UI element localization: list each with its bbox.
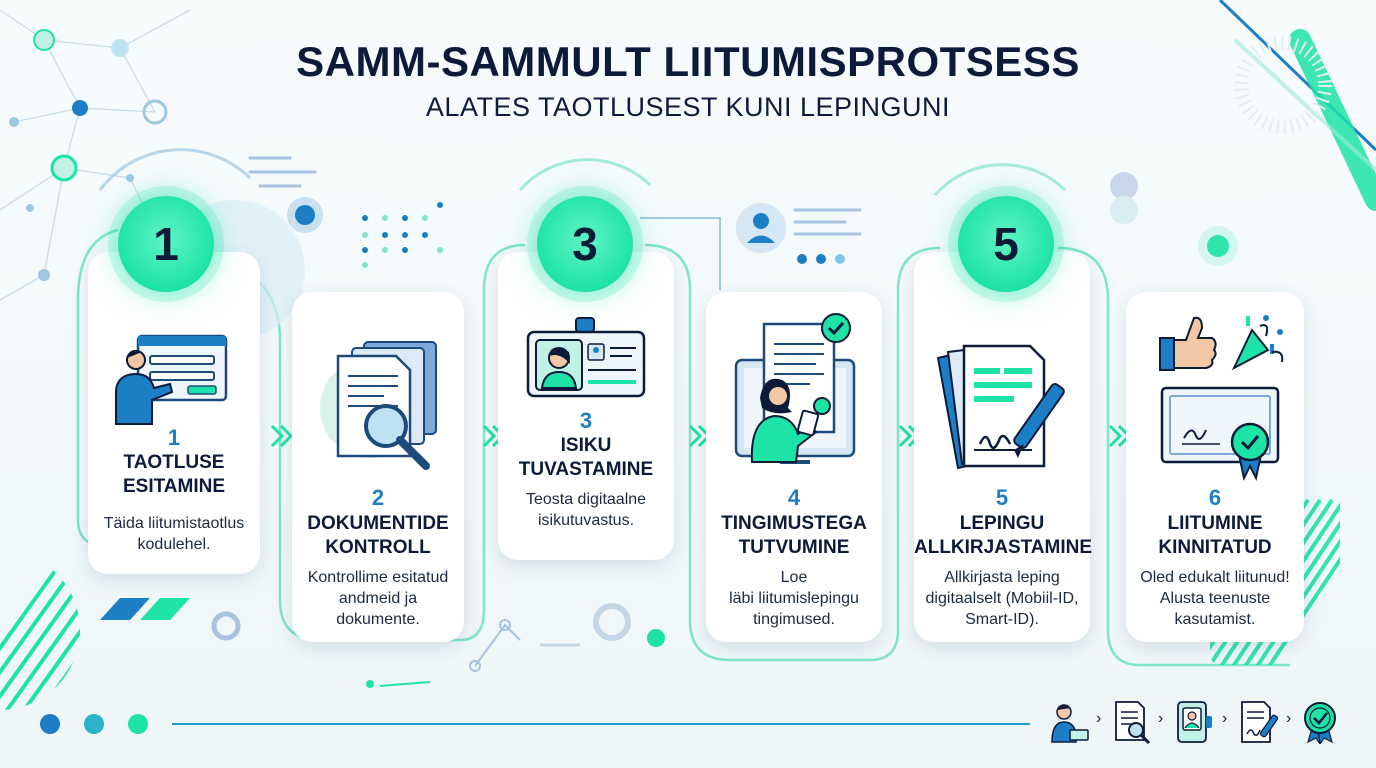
step-title-line: ALLKIRJASTAMINE <box>914 537 1093 558</box>
step-desc-line: Täida liitumistaotlus <box>103 515 245 532</box>
step-title-line: DOKUMENTIDE <box>307 513 449 534</box>
person-filling-form-icon <box>115 334 228 425</box>
page-subtitle: ALATES TAOTLUSEST KUNI LEPINGUNI <box>425 92 951 122</box>
verified-badge-icon <box>1304 702 1336 744</box>
step-number: 2 <box>371 485 385 510</box>
step-desc-line: kodulehel. <box>137 536 211 553</box>
step-desc-line: isikutuvastus. <box>537 512 635 529</box>
documents-magnifier-icon <box>320 341 437 470</box>
step-title: DOKUMENTIDE KONTROLL <box>292 512 464 560</box>
footer-arrow: › <box>1158 710 1164 727</box>
step-card-3 <box>498 252 674 560</box>
signed-document-icon <box>1241 701 1278 743</box>
step-description: Kontrollime esitatud andmeid ja dokument… <box>292 567 464 630</box>
page-title: SAMM-SAMMULT LIITUMISPROTSESS <box>296 38 1080 85</box>
step-badge-5: 5 <box>958 196 1054 292</box>
step-desc-line: dokumente. <box>336 611 420 628</box>
footer-arrow: › <box>1222 710 1228 727</box>
step-number: 4 <box>787 485 801 510</box>
contract-signing-pen-icon <box>936 344 1065 470</box>
step-description: Teosta digitaalne isikutuvastus. <box>498 489 674 531</box>
step-title: LEPINGU ALLKIRJASTAMINE <box>914 512 1093 560</box>
footer-arrow: › <box>1096 710 1102 727</box>
step-desc-line: Allkirjasta leping <box>944 569 1060 586</box>
step-desc-line: Loe <box>780 569 808 586</box>
step-title-line: TAOTLUSE <box>123 452 225 473</box>
step-title-line: KINNITATUD <box>1158 537 1272 558</box>
step-title-line: TUVASTAMINE <box>518 459 654 480</box>
step-title-line: KONTROLL <box>325 537 431 558</box>
step-desc-line: kasutamist. <box>1174 611 1256 628</box>
id-phone-icon <box>1177 701 1212 743</box>
step-title-line: ISIKU <box>560 435 612 456</box>
footer-arrow: › <box>1286 710 1292 727</box>
id-card-icon <box>526 317 646 398</box>
step-desc-line: tingimused. <box>753 611 835 628</box>
step-desc-line: Kontrollime esitatud <box>307 569 449 586</box>
step-title: LIITUMINE KINNITATUD <box>1126 512 1304 560</box>
step-title: TAOTLUSE ESITAMINE <box>88 451 260 499</box>
step-title-line: TUTVUMINE <box>738 537 850 558</box>
step-title-line: ESITAMINE <box>122 476 226 497</box>
step-desc-line: Smart-ID). <box>965 611 1039 628</box>
step-desc-line: Teosta digitaalne <box>525 491 647 508</box>
step-title: ISIKU TUVASTAMINE <box>498 434 674 482</box>
step-description: Allkirjasta leping digitaalselt (Mobiil-… <box>914 567 1090 630</box>
step-badge-1: 1 <box>118 196 214 292</box>
certificate-celebration-icon <box>1159 315 1284 481</box>
badge-number: 5 <box>993 218 1019 270</box>
badge-number: 3 <box>572 218 598 270</box>
step-description: Loe läbi liitumislepingu tingimused. <box>706 567 882 630</box>
step-desc-line: läbi liitumislepingu <box>729 590 859 607</box>
step-desc-line: digitaalselt (Mobiil-ID, <box>925 590 1079 607</box>
badge-number: 1 <box>153 218 179 270</box>
step-badge-3: 3 <box>537 196 633 292</box>
step-number: 1 <box>167 425 181 450</box>
person-reading-contract-icon <box>734 313 856 464</box>
document-search-icon <box>1115 701 1151 744</box>
step-title-line: TINGIMUSTEGA <box>721 513 867 534</box>
person-laptop-icon <box>1051 704 1089 743</box>
step-desc-line: andmeid ja <box>338 590 418 607</box>
step-title: TINGIMUSTEGA TUTVUMINE <box>706 512 882 560</box>
step-title-line: LIITUMINE <box>1167 513 1263 534</box>
step-number: 6 <box>1208 485 1222 510</box>
step-desc-line: Alusta teenuste <box>1159 590 1271 607</box>
step-description: Täida liitumistaotlus kodulehel. <box>88 513 260 555</box>
step-number: 5 <box>995 485 1009 510</box>
step-number: 3 <box>579 408 593 433</box>
step-desc-line: Oled edukalt liitunud! <box>1140 569 1290 586</box>
step-description: Oled edukalt liitunud! Alusta teenuste k… <box>1126 567 1304 630</box>
step-title-line: LEPINGU <box>959 513 1045 534</box>
